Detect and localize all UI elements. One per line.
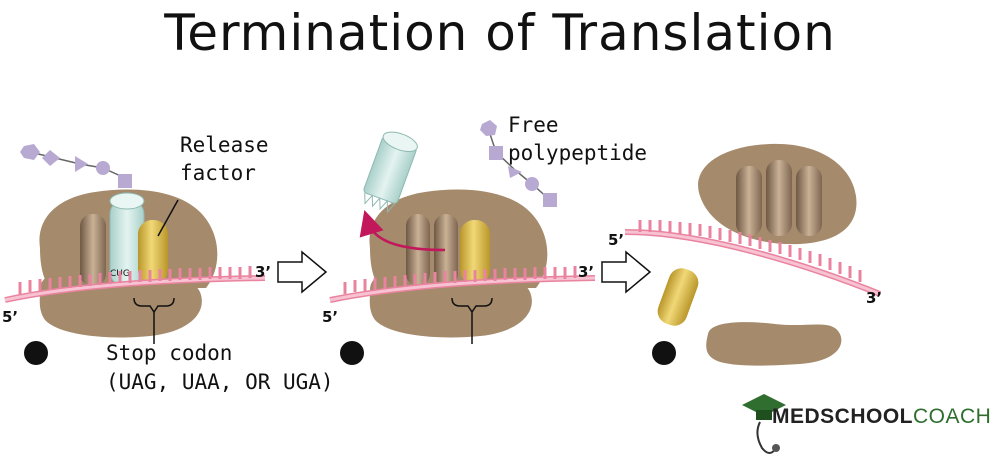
- stop-codon-label-2: (UAG, UAA, OR UGA): [106, 370, 334, 394]
- release-factor-label-2: factor: [180, 161, 256, 185]
- step2-five-prime-label: 5’: [322, 308, 338, 326]
- free-polypeptide-label-1: Free: [508, 113, 559, 137]
- step1-polypeptide: [20, 144, 132, 188]
- release-factor-label-1: Release: [180, 133, 269, 157]
- free-polypeptide-label-2: polypeptide: [508, 141, 647, 165]
- step1-number: 1: [31, 344, 42, 363]
- step3-small-subunit: [706, 322, 842, 366]
- step2-three-prime-label: 3’: [578, 263, 594, 281]
- brand-name-part1: MEDSCHOOL: [772, 405, 913, 428]
- step2-mrna: [329, 266, 596, 303]
- step1-groove-e: [80, 214, 106, 286]
- step2-number: 2: [347, 344, 358, 363]
- trna-exit-arrow: [359, 210, 446, 252]
- step1-mrna: [4, 266, 266, 303]
- step2-departing-trna: [363, 131, 418, 213]
- step2-number-badge: [340, 341, 364, 365]
- step-arrow-2: [601, 250, 652, 294]
- stop-codon-label-1: Stop codon: [106, 341, 232, 365]
- step2-release-factor: [460, 220, 490, 284]
- step3-number: 3: [659, 344, 670, 363]
- step3-number-badge: [652, 341, 676, 365]
- step3-three-prime-label: 3’: [866, 289, 882, 307]
- free-polypeptide: [480, 120, 557, 207]
- step1-group: CUG 5’ 3’ Release factor 1 Stop co: [2, 133, 334, 394]
- step-arrow-1: [277, 250, 328, 294]
- step2-large-subunit: [369, 189, 548, 288]
- step3-five-prime-label: 5’: [608, 231, 624, 249]
- step3-groove-2: [766, 160, 792, 236]
- step2-groove-p: [434, 214, 458, 286]
- step3-mrna: [624, 220, 882, 297]
- brand-logo-icon: [742, 394, 786, 454]
- step3-groove-3: [796, 166, 822, 236]
- step1-release-factor: [138, 220, 168, 284]
- brand-name-part2: COACH: [913, 405, 992, 428]
- step2-groove-e: [406, 214, 430, 286]
- step2-group: Free polypeptide 5’ 3’ 2: [322, 113, 647, 365]
- step3-groove-1: [736, 166, 762, 236]
- step1-five-prime-label: 5’: [2, 308, 18, 326]
- step3-group: 5’ 3’ 3: [608, 143, 882, 366]
- release-factor-pointer: [157, 199, 179, 237]
- page-title: Termination of Translation: [164, 4, 836, 62]
- brand-name: MEDSCHOOLCOACH: [772, 405, 991, 429]
- step1-three-prime-label: 3’: [255, 263, 271, 281]
- step3-release-factor: [657, 268, 699, 326]
- step1-number-badge: [24, 341, 48, 365]
